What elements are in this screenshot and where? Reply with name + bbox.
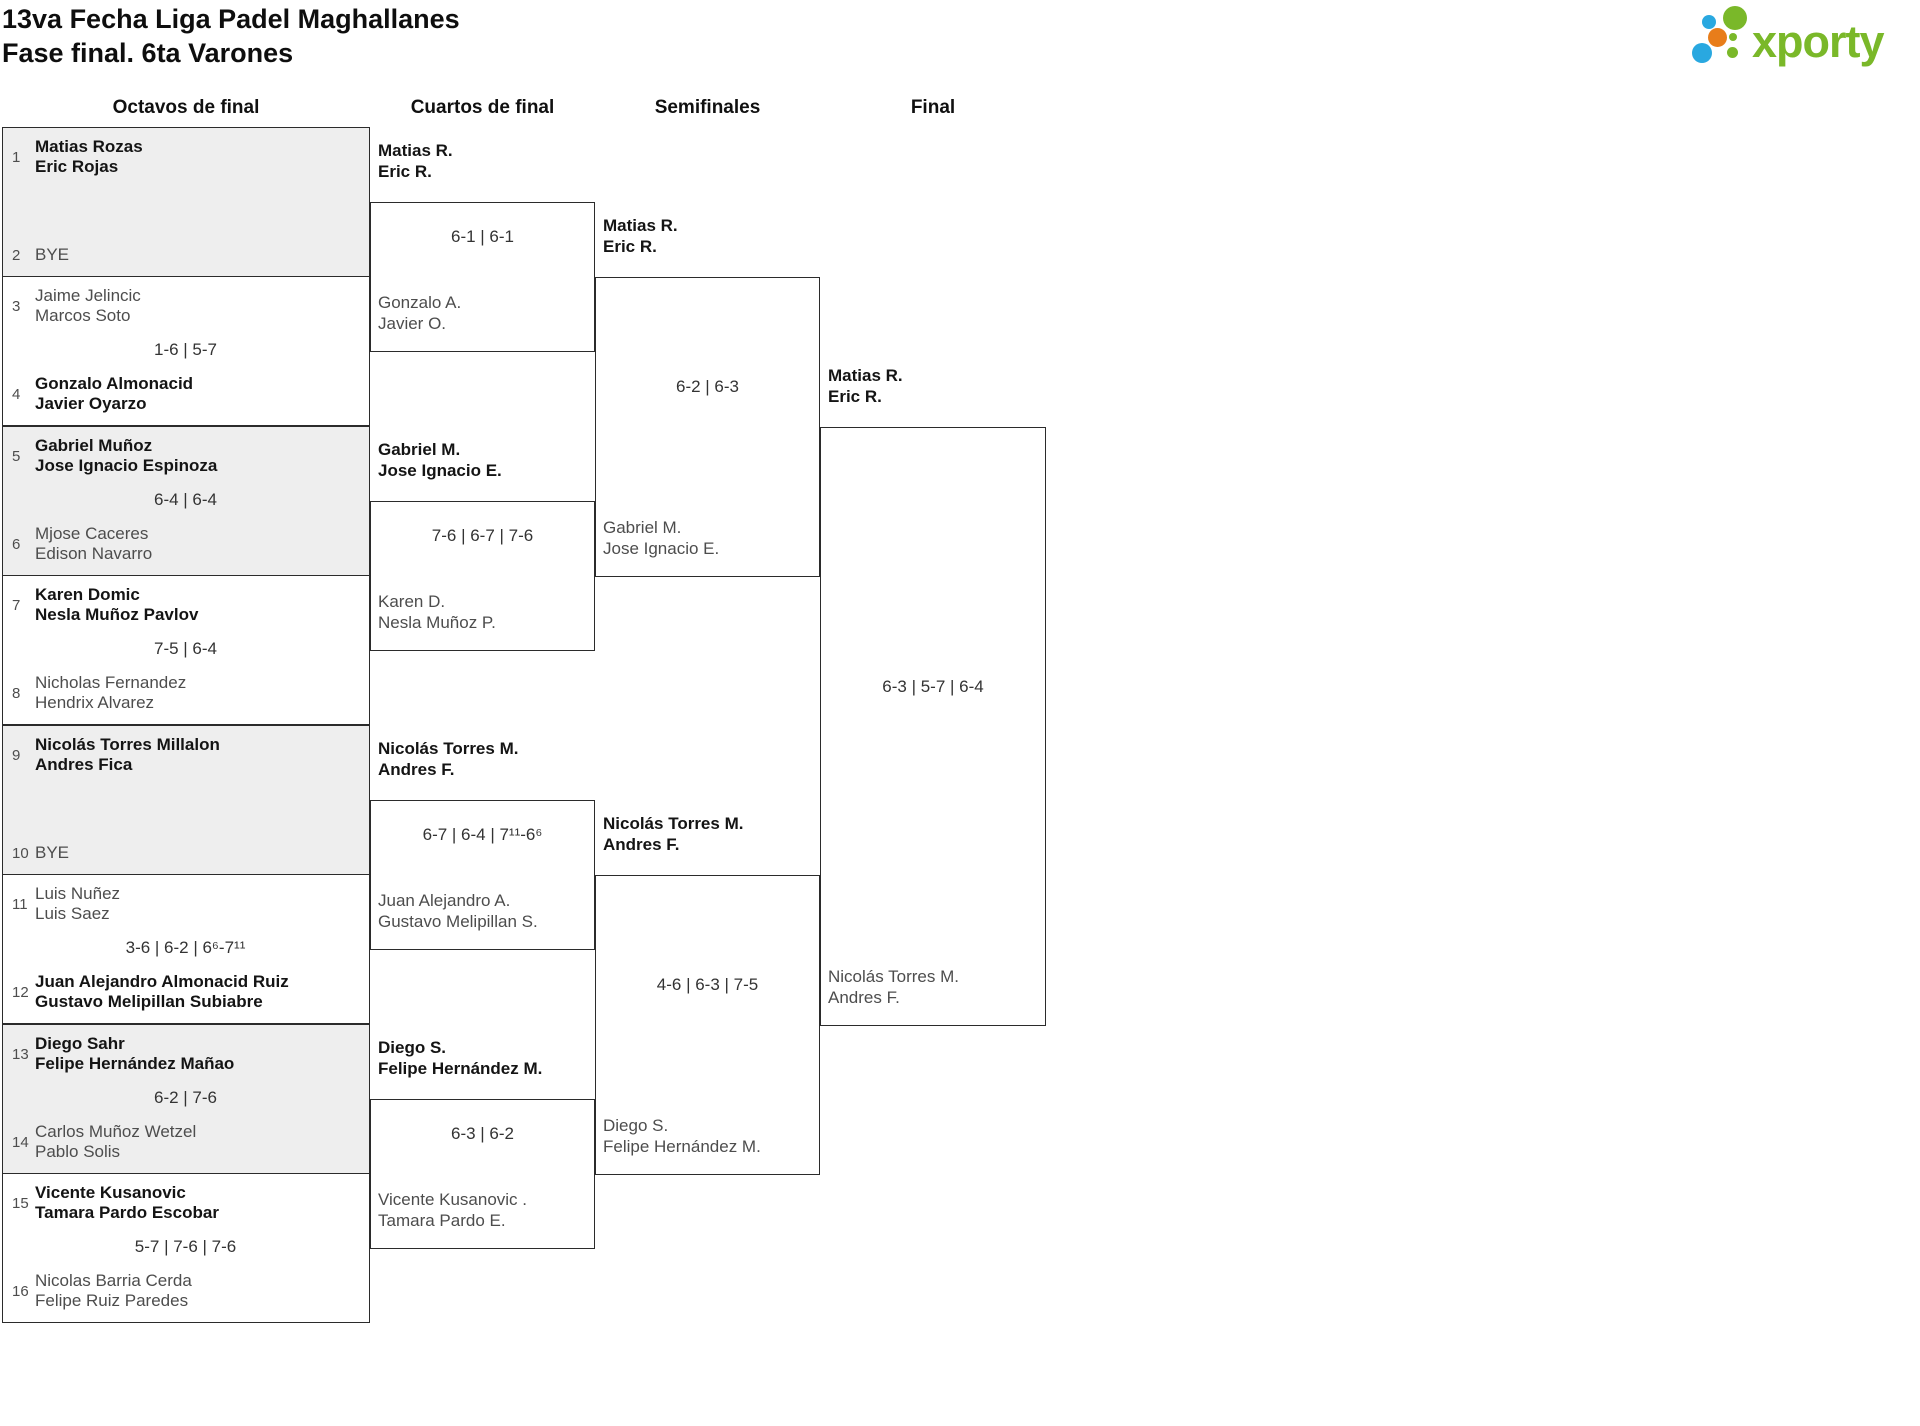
logo-dot-green-small bbox=[1727, 47, 1738, 58]
logo-dot-orange bbox=[1708, 28, 1727, 47]
team-names: Nicholas Fernandez Hendrix Alvarez bbox=[35, 673, 187, 712]
seed-number: 15 bbox=[12, 1194, 29, 1212]
team-entry: 14 Carlos Muñoz Wetzel Pablo Solis bbox=[12, 1122, 359, 1162]
team-names: BYE bbox=[35, 843, 70, 862]
logo-dot-green-large bbox=[1723, 6, 1747, 30]
match-score: 1-6 | 5-7 bbox=[153, 340, 217, 359]
seed-number: 11 bbox=[12, 895, 28, 913]
team-entry: 16 Nicolas Barria Cerda Felipe Ruiz Pare… bbox=[12, 1271, 359, 1311]
page-title-line1: 13va Fecha Liga Padel Maghallanes bbox=[2, 4, 460, 34]
team-entry: 15 Vicente Kusanovic Tamara Pardo Escoba… bbox=[12, 1183, 359, 1223]
team-names: BYE bbox=[35, 245, 70, 264]
round-header-final: Final bbox=[910, 97, 956, 118]
logo-dot-blue-small bbox=[1702, 15, 1716, 29]
octavos-match-7-box[interactable]: 13 Diego Sahr Felipe Hernández Mañao 6-2… bbox=[2, 1024, 370, 1174]
logo-text: xporty bbox=[1752, 16, 1885, 67]
match-score bbox=[12, 775, 359, 843]
match-score: 7-5 | 6-4 bbox=[153, 639, 217, 658]
octavos-match-3-box[interactable]: 5 Gabriel Muñoz Jose Ignacio Espinoza 6-… bbox=[2, 426, 370, 576]
seed-number: 6 bbox=[12, 535, 21, 553]
semifinal-match-2-box[interactable] bbox=[595, 875, 820, 1175]
team-entry: 3 Jaime Jelincic Marcos Soto bbox=[12, 286, 359, 326]
seed-number: 1 bbox=[12, 148, 21, 166]
seed-number: 9 bbox=[12, 746, 21, 764]
match-score: 3-6 | 6-2 | 6⁶-7¹¹ bbox=[125, 938, 246, 957]
team-names: Matias Rozas Eric Rojas bbox=[35, 137, 143, 176]
seed-number: 4 bbox=[12, 385, 21, 403]
team-names: Mjose Caceres Edison Navarro bbox=[35, 524, 153, 563]
match-score: 6-2 | 7-6 bbox=[153, 1088, 217, 1107]
team-entry: 11 Luis Nuñez Luis Saez bbox=[12, 884, 359, 924]
match-score: 5-7 | 7-6 | 7-6 bbox=[134, 1237, 237, 1256]
team-names: Gabriel Muñoz Jose Ignacio Espinoza bbox=[35, 436, 218, 475]
round-header-octavos: Octavos de final bbox=[112, 97, 260, 118]
match-score: 6-4 | 6-4 bbox=[153, 490, 217, 509]
cuartos-match-1-box[interactable] bbox=[370, 202, 595, 352]
seed-number: 16 bbox=[12, 1282, 29, 1300]
final-match-box[interactable] bbox=[820, 427, 1046, 1026]
team-entry: 4 Gonzalo Almonacid Javier Oyarzo bbox=[12, 374, 359, 414]
seed-number: 8 bbox=[12, 684, 21, 702]
team-names: Nicolas Barria Cerda Felipe Ruiz Paredes bbox=[35, 1271, 192, 1310]
seed-number: 2 bbox=[12, 246, 21, 264]
team-entry: 6 Mjose Caceres Edison Navarro bbox=[12, 524, 359, 564]
octavos-match-2-box[interactable]: 3 Jaime Jelincic Marcos Soto 1-6 | 5-7 4… bbox=[2, 276, 370, 426]
seed-number: 14 bbox=[12, 1133, 29, 1151]
team-names: Gabriel M. Jose Ignacio E. bbox=[378, 440, 502, 480]
team-entry: 8 Nicholas Fernandez Hendrix Alvarez bbox=[12, 673, 359, 713]
team-entry: 7 Karen Domic Nesla Muñoz Pavlov bbox=[12, 585, 359, 625]
team-entry: 10 BYE bbox=[12, 843, 359, 863]
seed-number: 13 bbox=[12, 1045, 29, 1063]
match-score bbox=[12, 177, 359, 245]
seed-number: 10 bbox=[12, 844, 29, 862]
seed-number: 7 bbox=[12, 596, 21, 614]
cuartos-match-4-box[interactable] bbox=[370, 1099, 595, 1249]
team-names: Juan Alejandro Almonacid Ruiz Gustavo Me… bbox=[35, 972, 289, 1011]
logo-dot-blue-large bbox=[1692, 43, 1712, 63]
xporty-logo: xporty bbox=[1690, 4, 1905, 68]
team-entry: 9 Nicolás Torres Millalon Andres Fica bbox=[12, 735, 359, 775]
semifinal-match-1-box[interactable] bbox=[595, 277, 820, 577]
team-names: Matias R. Eric R. bbox=[378, 141, 453, 181]
team-names: Carlos Muñoz Wetzel Pablo Solis bbox=[35, 1122, 197, 1161]
team-entry: 5 Gabriel Muñoz Jose Ignacio Espinoza bbox=[12, 436, 359, 476]
octavos-match-8-box[interactable]: 15 Vicente Kusanovic Tamara Pardo Escoba… bbox=[2, 1173, 370, 1323]
team-names: Matias R. Eric R. bbox=[603, 216, 678, 256]
octavos-match-1-box[interactable]: 1 Matias Rozas Eric Rojas 2 BYE bbox=[2, 127, 370, 277]
team-entry: 2 BYE bbox=[12, 245, 359, 265]
team-names: Vicente Kusanovic Tamara Pardo Escobar bbox=[35, 1183, 219, 1222]
team-names: Nicolás Torres Millalon Andres Fica bbox=[35, 735, 220, 774]
page-title-line2: Fase final. 6ta Varones bbox=[2, 38, 294, 68]
page-title: 13va Fecha Liga Padel Maghallanes Fase f… bbox=[2, 2, 460, 70]
team-names: Karen Domic Nesla Muñoz Pavlov bbox=[35, 585, 199, 624]
team-names: Gonzalo Almonacid Javier Oyarzo bbox=[35, 374, 194, 413]
octavos-match-5-box[interactable]: 9 Nicolás Torres Millalon Andres Fica 10… bbox=[2, 725, 370, 875]
team-entry: 13 Diego Sahr Felipe Hernández Mañao bbox=[12, 1034, 359, 1074]
team-names: Nicolás Torres M. Andres F. bbox=[378, 739, 519, 779]
team-names: Jaime Jelincic Marcos Soto bbox=[35, 286, 141, 325]
cuartos-match-2-box[interactable] bbox=[370, 501, 595, 651]
team-names: Matias R. Eric R. bbox=[828, 366, 903, 406]
seed-number: 3 bbox=[12, 297, 21, 315]
round-header-cuartos: Cuartos de final bbox=[410, 97, 555, 118]
team-names: Nicolás Torres M. Andres F. bbox=[603, 814, 744, 854]
round-header-semifinales: Semifinales bbox=[654, 97, 761, 118]
team-entry: 1 Matias Rozas Eric Rojas bbox=[12, 137, 359, 177]
seed-number: 5 bbox=[12, 447, 21, 465]
logo-dot-green-tiny bbox=[1729, 33, 1737, 41]
team-names: Diego Sahr Felipe Hernández Mañao bbox=[35, 1034, 235, 1073]
octavos-match-6-box[interactable]: 11 Luis Nuñez Luis Saez 3-6 | 6-2 | 6⁶-7… bbox=[2, 874, 370, 1024]
team-names: Luis Nuñez Luis Saez bbox=[35, 884, 121, 923]
octavos-match-4-box[interactable]: 7 Karen Domic Nesla Muñoz Pavlov 7-5 | 6… bbox=[2, 575, 370, 725]
cuartos-match-3-box[interactable] bbox=[370, 800, 595, 950]
team-names: Diego S. Felipe Hernández M. bbox=[378, 1038, 543, 1078]
seed-number: 12 bbox=[12, 983, 29, 1001]
team-entry: 12 Juan Alejandro Almonacid Ruiz Gustavo… bbox=[12, 972, 359, 1012]
